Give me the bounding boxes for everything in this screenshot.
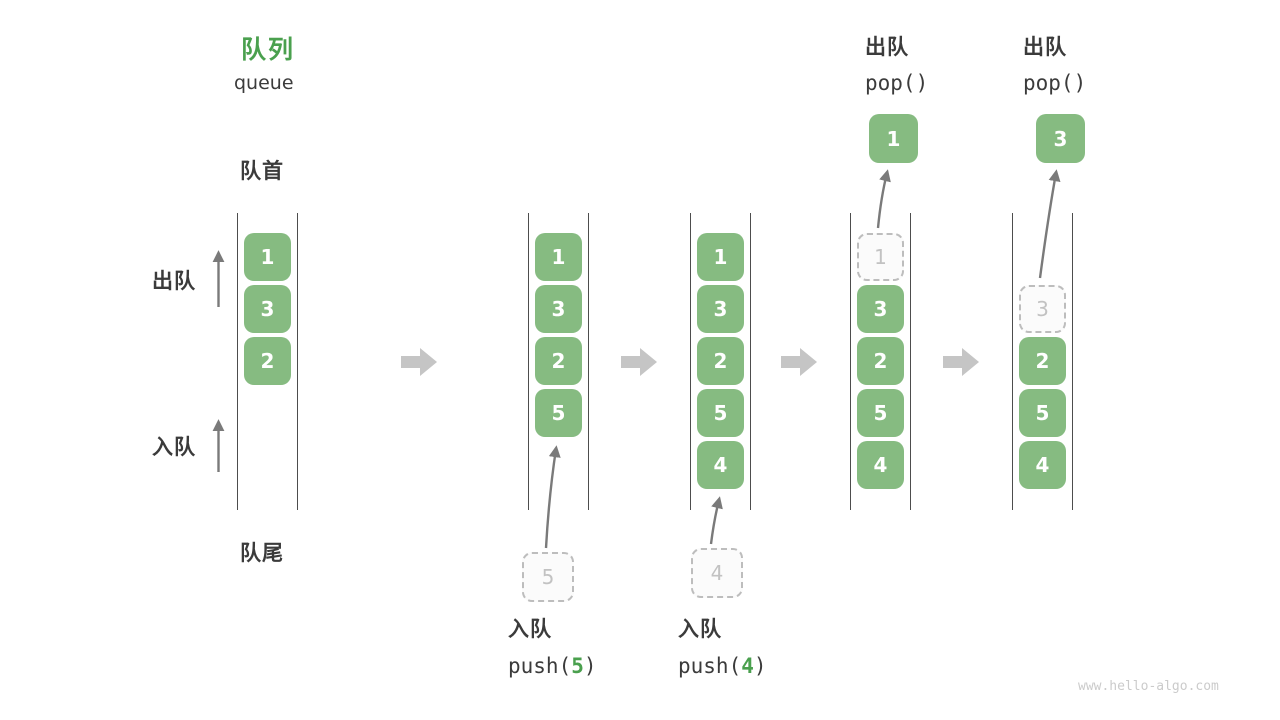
stage-arrow-2 (621, 348, 657, 376)
label-queue-rear: 队尾 (240, 541, 284, 565)
label-enqueue-direction: 入队 (152, 435, 196, 459)
enqueue-op-5: 入队 push(5) (508, 613, 597, 678)
stage-arrow-3 (781, 348, 817, 376)
dequeue-op-1-zh: 出队 (865, 35, 909, 59)
page-title: 队列 (241, 35, 296, 64)
push-4-arrow (709, 496, 723, 545)
incoming-element-5: 5 (522, 552, 574, 602)
dequeue-op-1: 出队 pop() (865, 31, 928, 95)
queue-item-2: 2 (244, 337, 291, 385)
push-5-arrow (544, 445, 561, 549)
label-dequeue-direction: 出队 (152, 269, 196, 293)
stage-arrow-4 (943, 348, 979, 376)
queue-item-2: 2 (535, 337, 582, 385)
queue-item-1: 1 (697, 233, 744, 281)
queue-item-2: 2 (857, 337, 904, 385)
enqueue-op-4-code: push(4) (678, 654, 767, 678)
queue-item-3: 3 (857, 285, 904, 333)
pop-3-arrow (1038, 169, 1061, 279)
queue-item-5: 5 (535, 389, 582, 437)
ghost-slot-1: 1 (857, 233, 904, 281)
queue-item-2: 2 (697, 337, 744, 385)
popped-element-1: 1 (869, 114, 918, 163)
pop-1-arrow (876, 169, 891, 229)
dequeue-op-3-code: pop() (1023, 71, 1087, 95)
queue-item-1: 1 (535, 233, 582, 281)
queue-item-5: 5 (1019, 389, 1066, 437)
queue-item-4: 4 (697, 441, 744, 489)
dequeue-op-3: 出队 pop() (1023, 31, 1086, 95)
stage-arrow-1 (401, 348, 437, 376)
enqueue-op-4-zh: 入队 (678, 617, 722, 641)
queue-item-3: 3 (535, 285, 582, 333)
queue-item-5: 5 (857, 389, 904, 437)
ghost-slot-3: 3 (1019, 285, 1066, 333)
popped-element-3: 3 (1036, 114, 1085, 163)
dequeue-op-3-zh: 出队 (1023, 35, 1067, 59)
enqueue-op-5-code: push(5) (508, 654, 597, 678)
enqueue-op-4: 入队 push(4) (678, 613, 767, 678)
label-queue-front: 队首 (240, 159, 284, 183)
queue-item-4: 4 (1019, 441, 1066, 489)
queue-item-2: 2 (1019, 337, 1066, 385)
dequeue-op-1-code: pop() (865, 71, 929, 95)
queue-item-3: 3 (697, 285, 744, 333)
enqueue-op-5-zh: 入队 (508, 617, 552, 641)
incoming-element-4: 4 (691, 548, 743, 598)
page-subtitle: queue (234, 72, 294, 94)
queue-item-5: 5 (697, 389, 744, 437)
queue-item-1: 1 (244, 233, 291, 281)
queue-item-4: 4 (857, 441, 904, 489)
watermark: www.hello-algo.com (1078, 679, 1219, 694)
queue-item-3: 3 (244, 285, 291, 333)
